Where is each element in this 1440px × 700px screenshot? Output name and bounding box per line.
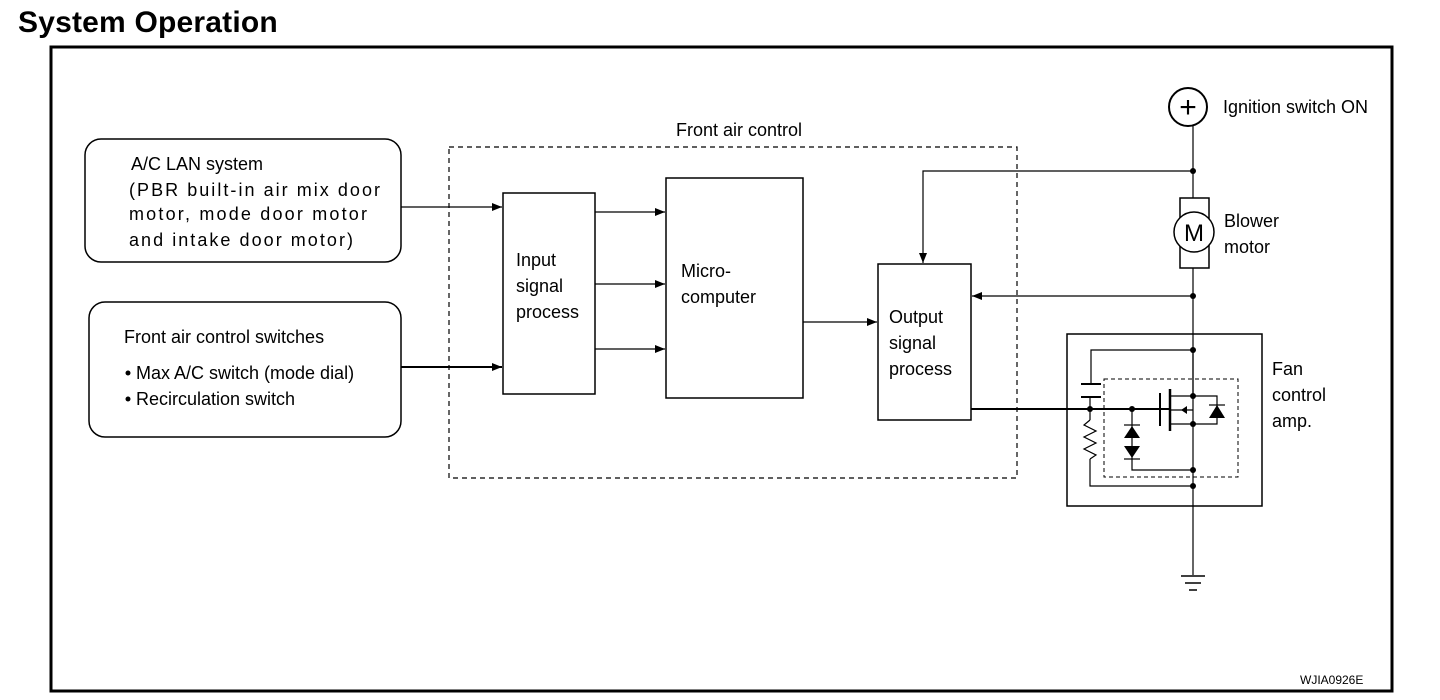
switch-item-max-ac: Max A/C switch (mode dial) [136, 363, 354, 383]
junction-dot [1087, 406, 1093, 412]
junction-dot [1190, 483, 1196, 489]
zener-diode-icon [1124, 446, 1140, 458]
input-signal-process-block: Input signal process [502, 192, 596, 395]
junction-dot [1190, 347, 1196, 353]
ignition-label: Ignition switch ON [1223, 97, 1368, 117]
junction-dot [1190, 168, 1196, 174]
junction-dot [1190, 393, 1196, 399]
junction-dot [1190, 421, 1196, 427]
front-air-control-boundary [448, 146, 1018, 479]
arrow-icon [1181, 406, 1187, 414]
motor-icon: M [1184, 220, 1204, 247]
micro-label-line2: computer [681, 287, 756, 307]
input-label-line3: process [516, 302, 579, 322]
ac-lan-line3: motor, mode door motor [129, 204, 367, 224]
junction-dot [1129, 406, 1135, 412]
fan-amp-label-line1: Fan [1272, 359, 1303, 379]
zener-diode-icon [1124, 426, 1140, 438]
ac-lan-line1: A/C LAN system [131, 154, 263, 174]
micro-label-line1: Micro- [681, 261, 731, 281]
front-air-control-switches-box: Front air control switches Max A/C switc… [88, 301, 402, 438]
junction-dot [1190, 293, 1196, 299]
output-label-line3: process [889, 359, 952, 379]
ground-icon [1181, 575, 1205, 591]
output-label-line2: signal [889, 333, 936, 353]
bullet-icon [125, 396, 131, 402]
fan-amp-label-line2: control [1272, 385, 1326, 405]
input-label-line1: Input [516, 250, 556, 270]
ac-lan-system-box: A/C LAN system (PBR built-in air mix doo… [84, 138, 402, 263]
ac-lan-line2: (PBR built-in air mix door [129, 180, 380, 200]
fan-amp-label-line3: amp. [1272, 411, 1312, 431]
page-title: System Operation [18, 6, 278, 39]
switches-title: Front air control switches [124, 327, 324, 347]
arrow-ignition-to-output [919, 170, 1193, 263]
blower-label-line2: motor [1224, 237, 1270, 257]
bullet-icon [125, 370, 131, 376]
ac-lan-line4: and intake door motor) [129, 230, 353, 250]
front-air-control-label: Front air control [676, 120, 802, 140]
input-label-line2: signal [516, 276, 563, 296]
switch-item-recirculation: Recirculation switch [136, 389, 295, 409]
figure-code: WJIA0926E [1300, 673, 1363, 687]
junction-dot [1190, 467, 1196, 473]
ignition-switch: + Ignition switch ON [1168, 87, 1368, 127]
output-signal-process-block: Output signal process [877, 263, 972, 421]
output-label-line1: Output [889, 307, 943, 327]
diode-icon [1209, 405, 1225, 418]
fan-amp-inner-boundary [1103, 378, 1239, 478]
microcomputer-block: Micro- computer [665, 177, 804, 399]
fan-control-amp: Fan control amp. [1066, 333, 1326, 507]
blower-label-line1: Blower [1224, 211, 1279, 231]
diagram-frame [49, 45, 1394, 693]
blower-motor: M Blower motor [1173, 197, 1279, 269]
plus-icon: + [1179, 91, 1197, 124]
